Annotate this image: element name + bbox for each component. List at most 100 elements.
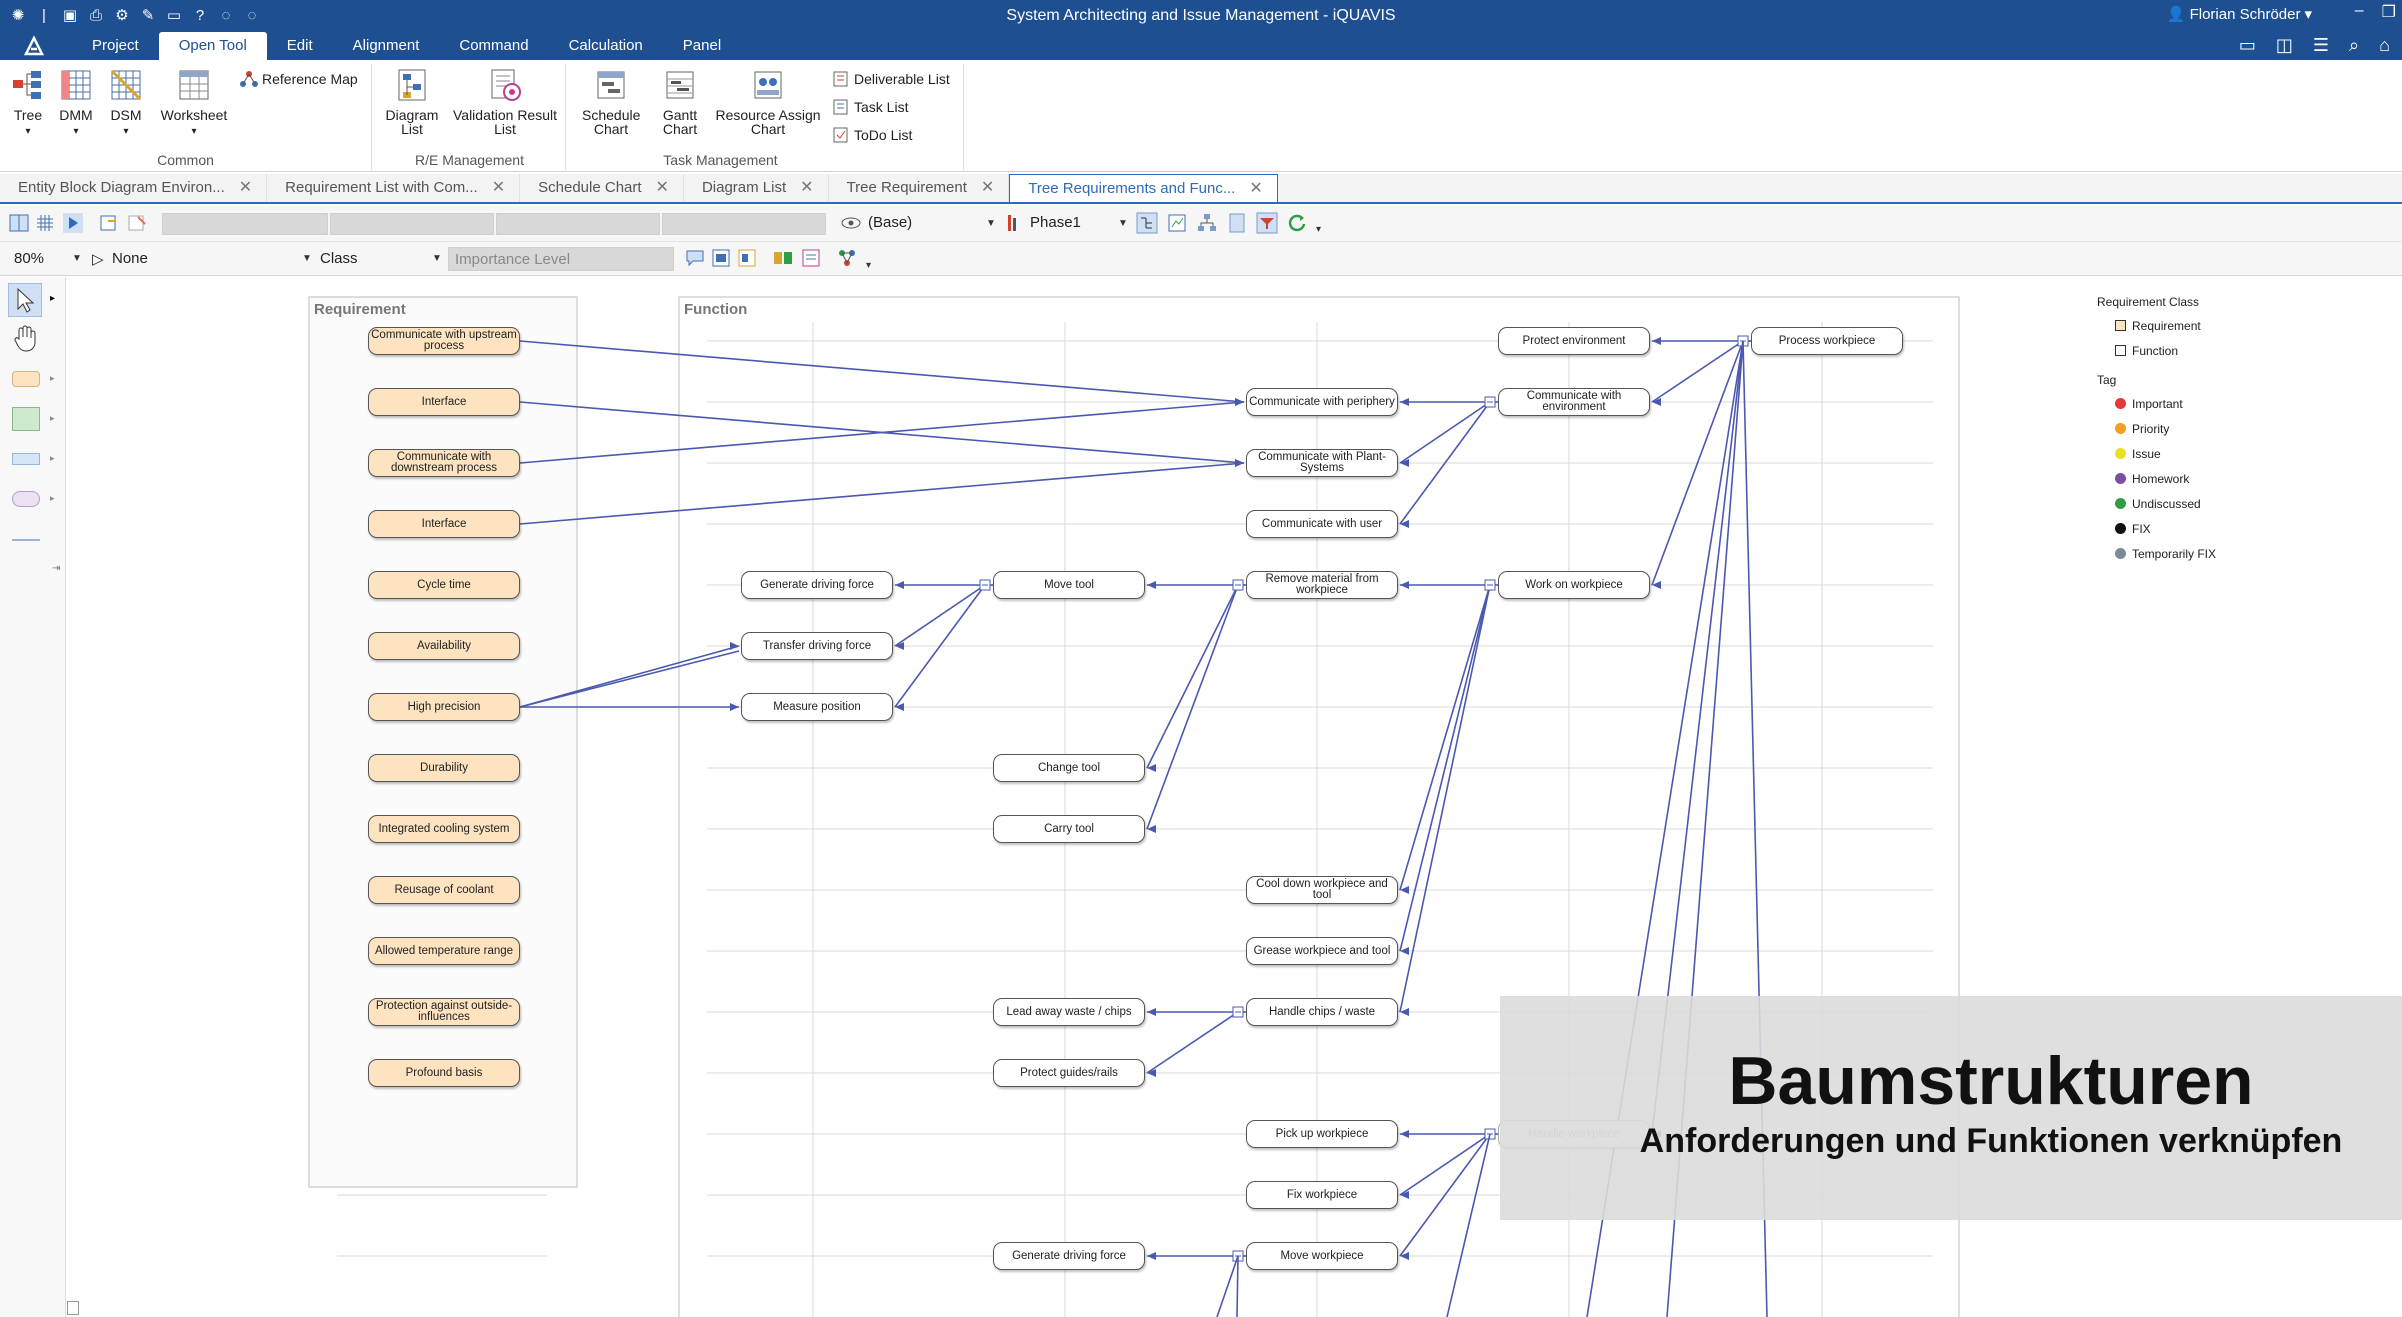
menu-tab-open-tool[interactable]: Open Tool <box>158 32 267 60</box>
task-list-button[interactable]: Task List <box>832 98 908 116</box>
expand-icon[interactable]: ▸ <box>50 373 55 383</box>
doc-tab-tree-requirement[interactable]: Tree Requirement✕ <box>829 174 1010 202</box>
requirement-node-r11[interactable]: Protection against outside-influences <box>368 998 520 1026</box>
requirement-node-r9[interactable]: Reusage of coolant <box>368 876 520 904</box>
app-menu-icon[interactable]: ✺ <box>11 7 25 24</box>
reference-map-button[interactable]: Reference Map <box>240 70 358 88</box>
close-icon[interactable]: ✕ <box>1249 179 1263 197</box>
function-node-communicate_with_user[interactable]: Communicate with user <box>1246 510 1398 538</box>
function-node-move_tool[interactable]: Move tool <box>993 571 1145 599</box>
expand-icon[interactable]: ▸ <box>50 493 55 503</box>
green-shape-tool[interactable] <box>12 407 40 431</box>
function-node-change_tool[interactable]: Change tool <box>993 754 1145 782</box>
function-node-handle_chips[interactable]: Handle chips / waste <box>1246 998 1398 1026</box>
connector-tool[interactable] <box>12 539 40 541</box>
zoom-dropdown[interactable]: 80% <box>14 250 45 267</box>
hand-tool-icon[interactable] <box>10 323 40 353</box>
comment-icon[interactable] <box>684 247 706 269</box>
validation-result-list-button[interactable]: Validation Result List <box>450 68 560 136</box>
doc-tab-schedule-chart[interactable]: Schedule Chart✕ <box>520 174 684 202</box>
list-icon[interactable] <box>800 247 822 269</box>
function-node-generate_driving_force_2[interactable]: Generate driving force <box>993 1242 1145 1270</box>
requirement-node-r12[interactable]: Profound basis <box>368 1059 520 1087</box>
schedule-chart-button[interactable]: Schedule Chart <box>582 68 640 136</box>
menu-tab-edit[interactable]: Edit <box>286 37 313 54</box>
dsm-button[interactable]: DSM▾ <box>108 68 144 139</box>
diagram-list-button[interactable]: Diagram List <box>382 68 442 136</box>
toolbar-field-4[interactable] <box>662 213 826 235</box>
close-icon[interactable]: ✕ <box>491 179 506 196</box>
close-icon[interactable]: ✕ <box>800 179 814 196</box>
function-node-carry_tool[interactable]: Carry tool <box>993 815 1145 843</box>
doc-tab-diagram-list[interactable]: Diagram List✕ <box>684 174 829 202</box>
function-node-move_workpiece[interactable]: Move workpiece <box>1246 1242 1398 1270</box>
function-node-protect_environment[interactable]: Protect environment <box>1498 327 1650 355</box>
importance-level-field[interactable]: Importance Level <box>448 247 674 271</box>
function-node-pick_up[interactable]: Pick up workpiece <box>1246 1120 1398 1148</box>
toolbar-field-2[interactable] <box>330 213 494 235</box>
function-node-grease[interactable]: Grease workpiece and tool <box>1246 937 1398 965</box>
close-icon[interactable]: ✕ <box>238 179 253 196</box>
tree-layout-icon[interactable] <box>1136 212 1158 234</box>
todo-list-button[interactable]: ToDo List <box>832 126 912 144</box>
clear-icon[interactable] <box>126 212 148 234</box>
stack-view-icon[interactable]: ☰ <box>2312 35 2330 55</box>
menu-tab-command[interactable]: Command <box>459 37 529 54</box>
menu-tab-calculation[interactable]: Calculation <box>568 37 643 54</box>
menu-tab-alignment[interactable]: Alignment <box>352 37 420 54</box>
screen-icon[interactable]: ▭ <box>166 7 182 24</box>
help-icon[interactable]: ? <box>195 7 205 24</box>
function-node-cool_down[interactable]: Cool down workpiece and tool <box>1246 876 1398 904</box>
worksheet-button[interactable]: Worksheet▾ <box>156 68 232 139</box>
chart-layout-icon[interactable] <box>1166 212 1188 234</box>
doc-tab-tree-req-func[interactable]: Tree Requirements and Func...✕ <box>1009 174 1278 202</box>
matrix-icon[interactable] <box>772 247 794 269</box>
home-icon[interactable]: ⌂ <box>2379 35 2390 55</box>
play-icon[interactable] <box>62 212 84 234</box>
menu-tab-project[interactable]: Project <box>92 37 139 54</box>
user-menu[interactable]: 👤 Florian Schröder ▾ <box>2167 5 2312 24</box>
requirement-shape-tool[interactable] <box>12 371 40 387</box>
tree-button[interactable]: Tree▾ <box>10 68 46 139</box>
function-node-transfer_driving_force[interactable]: Transfer driving force <box>741 632 893 660</box>
grid-icon[interactable] <box>34 212 56 234</box>
toolbar-field-1[interactable] <box>162 213 328 235</box>
export-icon[interactable] <box>98 212 120 234</box>
select-tool-icon[interactable] <box>8 283 42 317</box>
minimize-icon[interactable]: – <box>2354 2 2364 19</box>
function-node-protect_guides[interactable]: Protect guides/rails <box>993 1059 1145 1087</box>
overflow-icon[interactable]: ▾ <box>1316 224 1322 235</box>
menu-tab-panel[interactable]: Panel <box>682 37 722 54</box>
none-dropdown[interactable]: None <box>112 250 148 267</box>
chevron-down-icon[interactable]: ▼ <box>986 218 996 229</box>
function-node-generate_driving_force[interactable]: Generate driving force <box>741 571 893 599</box>
redo-icon[interactable]: ◌ <box>247 7 257 24</box>
function-node-measure_position[interactable]: Measure position <box>741 693 893 721</box>
iquavis-logo-icon[interactable] <box>22 34 46 58</box>
expand-icon[interactable]: ▸ <box>50 413 55 423</box>
network-icon[interactable] <box>836 247 858 269</box>
toolbar-field-3[interactable] <box>496 213 660 235</box>
close-icon[interactable]: ✕ <box>980 179 995 196</box>
function-node-process_workpiece[interactable]: Process workpiece <box>1751 327 1903 355</box>
blue-shape-tool[interactable] <box>12 453 40 465</box>
save-icon[interactable]: ▣ <box>62 7 78 24</box>
split-view-icon[interactable]: ◫ <box>2275 35 2293 55</box>
hierarchy-icon[interactable] <box>1196 212 1218 234</box>
chevron-down-icon[interactable]: ▼ <box>432 253 442 264</box>
chevron-down-icon[interactable]: ▼ <box>1118 218 1128 229</box>
base-dropdown[interactable]: (Base) <box>868 214 913 231</box>
phase-dropdown[interactable]: Phase1 <box>1030 214 1081 231</box>
requirement-node-r7[interactable]: Durability <box>368 754 520 782</box>
table-icon[interactable] <box>710 247 732 269</box>
function-node-work_on_workpiece[interactable]: Work on workpiece <box>1498 571 1650 599</box>
restore-icon[interactable]: ❐ <box>2381 4 2396 21</box>
chevron-down-icon[interactable]: ▼ <box>72 253 82 264</box>
filter-icon[interactable] <box>1256 212 1278 234</box>
requirement-node-r3[interactable]: Interface <box>368 510 520 538</box>
expand-icon[interactable]: ▸ <box>50 453 55 463</box>
resource-assign-chart-button[interactable]: Resource Assign Chart <box>712 68 824 136</box>
